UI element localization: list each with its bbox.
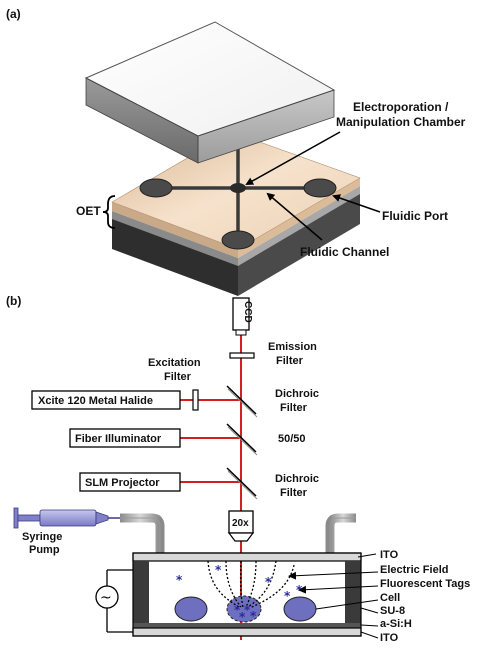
dichroic2-line2: Filter (280, 487, 308, 499)
legend-ito-bottom: ITO (380, 632, 399, 644)
emission-filter (229, 352, 255, 359)
svg-text:*: * (250, 609, 257, 623)
legend-electric-field: Electric Field (380, 564, 448, 576)
chamber-arrow (245, 131, 341, 185)
channel-arrow (266, 192, 323, 241)
svg-text:*: * (284, 589, 291, 603)
panel-b-tag: (b) (6, 294, 21, 308)
legend-cell: Cell (380, 592, 400, 604)
syringe-line1: Syringe (22, 531, 62, 543)
oet-device (111, 128, 361, 296)
cell-center (226, 595, 262, 623)
slm-box (79, 472, 181, 492)
ito-bottom-layer (132, 627, 362, 637)
ito-top-layer (132, 552, 362, 562)
dichroic1-line1: Dichroic (275, 388, 319, 400)
ac-symbol: ~ (100, 590, 112, 606)
fiber-box (69, 428, 181, 448)
chamber-label-line1: Electroporation / (353, 100, 449, 114)
svg-text:*: * (244, 603, 251, 617)
lamp-label: Xcite 120 Metal Halide (38, 395, 153, 407)
emission-filter-line2: Filter (276, 355, 304, 367)
dichroic1-line2: Filter (280, 402, 308, 414)
slm-label: SLM Projector (85, 477, 160, 489)
excitation-filter-line2: Filter (164, 371, 192, 383)
su8-left (133, 561, 149, 623)
beamsplitter-50-50 (226, 423, 257, 453)
ac-source: ~ (95, 569, 133, 633)
legend-fluorescent-tags: Fluorescent Tags (380, 578, 470, 590)
excitation-filter-line1: Excitation (148, 357, 201, 369)
objective-label: 20x (232, 518, 249, 529)
device-side-left-dark (112, 218, 238, 296)
legend-asih: a-Si:H (380, 618, 412, 630)
oet-cross-section (132, 552, 362, 637)
chamber-center (230, 183, 246, 193)
legend-su8: SU-8 (380, 605, 405, 617)
panel-a-tag: (a) (6, 7, 21, 21)
fluidic-channel-label: Fluidic Channel (300, 245, 389, 259)
syringe-pump (13, 507, 120, 529)
svg-text:*: * (176, 573, 183, 587)
oet-brace (102, 195, 116, 229)
cell-left (174, 596, 208, 622)
ccd-camera: CCD (232, 297, 253, 336)
objective-lens: 20x (227, 510, 255, 542)
syringe-line2: Pump (29, 544, 60, 556)
lamp-box (31, 390, 181, 410)
emission-filter-line1: Emission (268, 341, 317, 353)
oet-label: OET (76, 204, 101, 218)
legend-pointers (288, 553, 379, 639)
glass-cover (84, 21, 336, 164)
asih-layer (133, 623, 361, 628)
chamber-label-line2: Manipulation Chamber (336, 115, 466, 129)
svg-text:*: * (265, 575, 272, 589)
inlet-tubing (120, 513, 165, 556)
svg-text:*: * (215, 563, 222, 577)
electric-field-lines (207, 560, 295, 609)
ccd-label: CCD (242, 301, 253, 323)
device-side-right-dark (238, 193, 360, 296)
su8-right (345, 561, 361, 623)
excitation-filter (192, 389, 199, 411)
port-arrow (332, 194, 381, 213)
dichroic-filter-1 (226, 385, 257, 415)
fiber-label: Fiber Illuminator (75, 433, 162, 445)
dichroic2-line1: Dichroic (275, 473, 319, 485)
dichroic-filter-2 (226, 467, 257, 497)
svg-text:*: * (234, 603, 241, 617)
beamsplitter-label: 50/50 (278, 433, 306, 445)
legend-ito-top: ITO (380, 549, 399, 561)
outlet-tubing (325, 513, 356, 556)
svg-text:*: * (239, 610, 246, 624)
fluidic-port-label: Fluidic Port (382, 209, 448, 223)
